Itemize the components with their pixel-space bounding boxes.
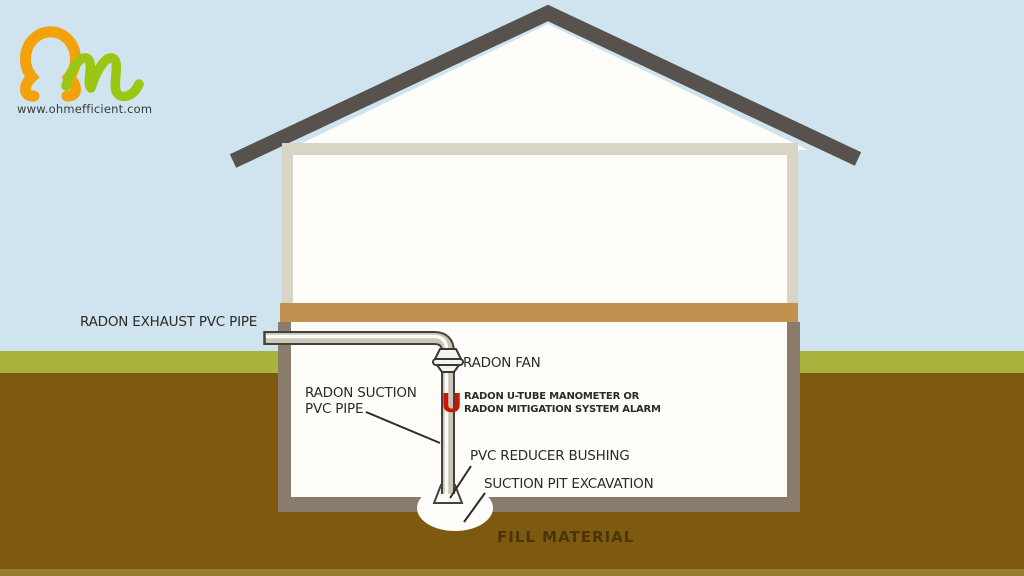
label-suction-pit-excavation: SUCTION PIT EXCAVATION <box>484 476 654 492</box>
label-radon-suction-line1: RADON SUCTION <box>305 385 417 401</box>
u-tube-manometer-icon: U <box>441 389 462 419</box>
basement-wall-right <box>787 322 800 512</box>
label-pvc-reducer-bushing: PVC REDUCER BUSHING <box>470 448 630 464</box>
label-fill-material: FILL MATERIAL <box>497 528 635 546</box>
pointer-lines <box>365 411 486 523</box>
basement-interior <box>291 322 787 497</box>
basement-slab <box>278 497 800 512</box>
label-manometer-line2: RADON MITIGATION SYSTEM ALARM <box>464 403 661 415</box>
label-radon-suction-pipe: RADON SUCTION PVC PIPE <box>305 385 417 417</box>
roof-outline <box>229 4 862 168</box>
logo-m-icon <box>61 53 144 102</box>
pointer-line-reducer-bushing <box>449 465 472 499</box>
ceiling-band <box>282 143 798 155</box>
fan-upper-flange <box>434 348 462 360</box>
gable-interior <box>288 24 808 150</box>
soil-bottom-strip <box>0 569 1024 576</box>
label-radon-suction-line2: PVC PIPE <box>305 401 364 417</box>
label-manometer-or-alarm: RADON U-TUBE MANOMETER OR RADON MITIGATI… <box>464 391 661 416</box>
radon-fan-shape <box>432 348 464 373</box>
first-floor-interior <box>282 155 798 304</box>
pointer-line-suction-pipe <box>365 411 441 444</box>
ohmefficient-logo-icon <box>20 26 144 102</box>
upper-wall-right <box>787 155 798 304</box>
fan-lower-flange <box>436 364 460 373</box>
upper-wall-left <box>282 155 293 304</box>
label-manometer-line1: RADON U-TUBE MANOMETER OR <box>464 391 640 402</box>
floor-band <box>280 303 798 322</box>
label-radon-exhaust-pipe: RADON EXHAUST PVC PIPE <box>80 314 258 330</box>
website-url: www.ohmefficient.com <box>17 102 153 116</box>
pointer-line-suction-pit <box>463 492 486 523</box>
basement-wall-left <box>278 322 291 512</box>
label-radon-fan: RADON FAN <box>463 355 541 371</box>
